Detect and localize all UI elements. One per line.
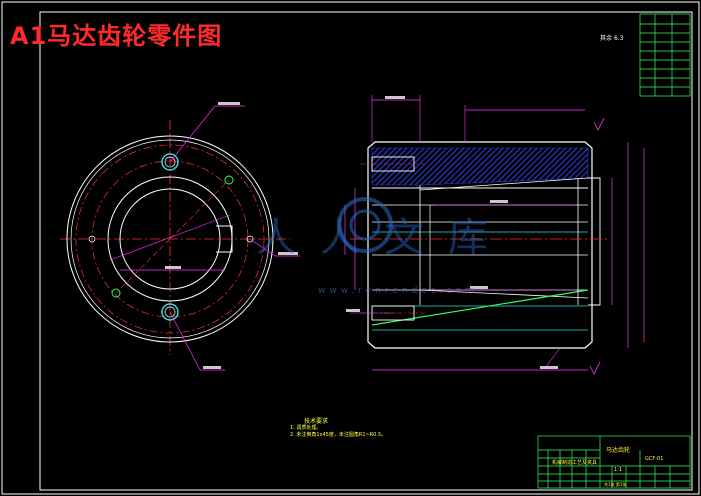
- dim-label-bottom: [203, 366, 221, 369]
- roughness-note: 其余 6.3: [600, 33, 623, 42]
- taper-line-upper: [419, 177, 589, 191]
- dim-label-section-thread: [346, 309, 360, 312]
- bolt-hole-bottom: [161, 303, 179, 321]
- dim-label-section-bottom: [470, 286, 488, 289]
- dim-line-diag: [109, 214, 231, 261]
- dim-label-bore: [165, 266, 181, 269]
- title-block-school: 机械制造工艺及夹具: [552, 460, 598, 466]
- dim-label-top: [218, 102, 240, 105]
- roughness-note-value: 6.3: [613, 35, 624, 42]
- leader-bottom-right: [544, 347, 561, 369]
- right-step: [588, 177, 601, 306]
- leader-right: [249, 238, 276, 257]
- parameter-table: [639, 13, 691, 97]
- watermark-logo-ring-inner: [349, 209, 381, 241]
- side-hole-right: [246, 235, 254, 243]
- drawing-title: A1马达齿轮零件图: [10, 22, 223, 50]
- sheet-inner-border: [39, 11, 693, 491]
- watermark-logo-ring: [337, 197, 393, 253]
- radial-line-1: [169, 179, 230, 240]
- title-block-grid: [537, 435, 691, 489]
- watermark-text: 人人文库: [256, 215, 512, 261]
- pin-hole-right: [224, 175, 234, 185]
- technical-note-2: 2. 未注倒角1x45度，未注圆角R1~R0.5。: [290, 432, 387, 438]
- pin-hole-left: [111, 288, 121, 298]
- bore-circle: [119, 188, 221, 290]
- front-view: [60, 102, 300, 371]
- section-hatch-upper: [371, 147, 589, 186]
- dim-label-section-bore: [490, 200, 508, 203]
- technical-note-1: 1. 调质处理。: [290, 425, 322, 431]
- section-view: [344, 95, 645, 375]
- outer-chamfer-circle: [70, 139, 270, 339]
- bolt-hole-bottom-thread: [164, 306, 176, 318]
- taper-line-lower: [419, 289, 589, 299]
- title-block-scale: 1:1: [614, 467, 623, 473]
- technical-notes-heading: 技术要求: [304, 418, 329, 425]
- bolt-hole-top: [161, 153, 179, 171]
- pitch-circle-outer: [75, 144, 265, 334]
- roughness-mark-bottom: [589, 361, 601, 375]
- bolt-hole-top-thread: [164, 156, 176, 168]
- leader-top: [169, 105, 216, 163]
- title-block-part-name: 马达齿轮: [606, 447, 631, 454]
- title-block-drawing-no: GCF-01: [645, 456, 664, 462]
- keyway: [216, 225, 233, 253]
- dim-label-right: [278, 252, 298, 255]
- leader-bottom: [169, 311, 201, 371]
- dim-label-section-top: [385, 96, 405, 99]
- roughness-note-label: 其余: [600, 35, 613, 42]
- thread-line: [371, 289, 589, 326]
- dim-label-section-bot: [540, 366, 558, 369]
- watermark: [337, 197, 393, 253]
- radial-line-2: [115, 238, 171, 294]
- watermark-url: www.renrendoc.com: [318, 286, 478, 296]
- title-block-sheet: 共1张 第1张: [604, 482, 627, 487]
- outer-circle: [66, 135, 274, 343]
- technical-notes: 技术要求 1. 调质处理。 2. 未注倒角1x45度，未注圆角R1~R0.5。: [290, 418, 386, 439]
- pitch-circle-inner: [91, 160, 249, 318]
- side-hole-left: [88, 235, 96, 243]
- roughness-mark-top: [593, 117, 605, 131]
